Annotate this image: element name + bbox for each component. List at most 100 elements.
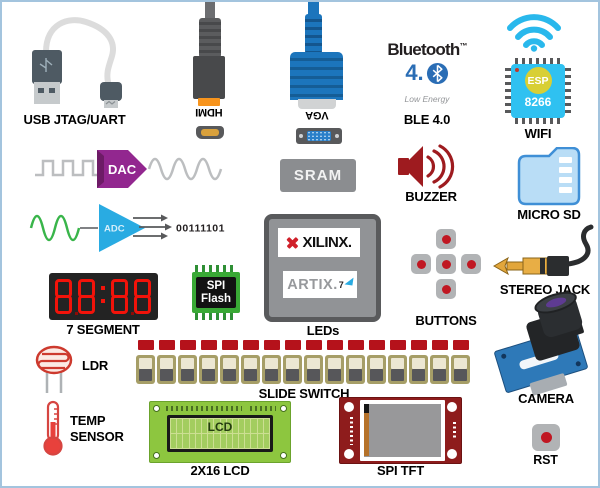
lcd-cell [263,434,269,448]
lcd-screw [153,452,160,459]
analog-sine-wave [29,214,81,242]
lcd-screen: LCD [167,415,273,452]
lcd-module: LCD [149,401,291,463]
adc-binary-output: 00111101 [176,223,225,235]
vga-plug-metal [298,99,336,109]
lcd-cell [245,419,251,433]
camera-hole [500,353,507,360]
bluetooth-word: Bluetooth [387,40,460,59]
leds-label: LEDs [306,323,340,338]
xilinx-text: XILINX. [302,234,352,251]
led [285,340,301,350]
lcd-cell [220,419,226,433]
tft-pins [453,422,456,440]
spi-flash-center: SPI Flash [196,277,236,308]
lcd-cell-grid [171,419,269,448]
slide-switch [451,355,470,384]
seg-digit [111,279,128,314]
lcd-cell [239,434,245,448]
chip-pins [564,68,571,114]
vga-port-icon [296,128,342,144]
seven-segment-display [49,273,158,320]
spi-flash-body: SPI Flash [192,272,240,313]
lcd-cell [257,419,263,433]
esp-number: 8266 [524,95,552,109]
slide-switch [262,355,281,384]
led [348,340,364,350]
lcd-cell [226,434,232,448]
tft-flex-cable [364,413,369,456]
xilinx-logo: XILINX. [278,228,360,257]
vga-label: VGA [305,109,329,121]
adc-diagram: ADC 00111101 [29,204,225,252]
micro-sd-label: MICRO SD [517,207,581,222]
hdmi-label: HDMI [195,106,223,118]
led [222,340,238,350]
tft-screw [344,449,354,459]
seg-digit-row [55,279,151,314]
lcd-cell [183,419,189,433]
slide-switch [346,355,365,384]
bluetooth-version: 4. [385,60,469,86]
push-button-up [436,229,456,249]
led-row [138,340,469,350]
spi-flash-line2: Flash [200,292,232,305]
bluetooth-4: 4. [405,60,424,85]
bluetooth-tagline: Low Energy [404,94,450,104]
chip-pins [195,265,237,273]
slide-switch [409,355,428,384]
camera-hole [575,360,582,367]
temp-sensor-icon [43,400,63,456]
lcd-cell [239,419,245,433]
lcd-screen-text: LCD [207,420,233,434]
dac-text: DAC [108,162,137,177]
esp-logo-circle: ESP [524,67,552,94]
lcd-cell [263,419,269,433]
slide-switch [199,355,218,384]
push-button-left [411,254,431,274]
tft-screw [344,402,354,412]
artix-gen: 7 [338,279,344,290]
slide-switch [136,355,155,384]
slide-switch [430,355,449,384]
slide-switch [157,355,176,384]
tft-strip [364,404,369,413]
led [201,340,217,350]
tft-screw [447,449,457,459]
seg-digit [134,279,151,314]
lcd-screw [153,405,160,412]
slide-switch [304,355,323,384]
lcd-label: 2X16 LCD [190,463,250,478]
square-wave [35,159,97,177]
led [390,340,406,350]
led [180,340,196,350]
esp8266-body: ESP 8266 [511,64,565,118]
spi-flash-line1: SPI [206,279,226,292]
lcd-cell [226,419,232,433]
hdmi-plug [193,56,225,99]
push-button-down [436,279,456,299]
lcd-screw [280,405,287,412]
rst-label: RST [533,453,558,467]
seg-colon [101,273,105,320]
led [159,340,175,350]
slide-switch-row [136,355,470,384]
lcd-pin-marks [250,406,276,411]
buttons-label: BUTTONS [415,313,477,328]
vga-screw [335,134,339,138]
slide-switch [178,355,197,384]
adc-text: ADC [104,224,125,235]
micro-sd-icon [517,147,581,206]
sram-block: SRAM [280,159,356,192]
hdmi-port-slot [201,129,219,136]
lcd-cell [245,434,251,448]
spi-tft-module [339,397,462,464]
lcd-screw [280,452,287,459]
button-dpad [406,229,486,305]
ldr-label: LDR [82,358,109,373]
hdmi-plug-tip [198,98,220,106]
lcd-cell [208,419,214,433]
ldr-icon [35,345,73,393]
vga-pin-grid [307,131,331,141]
micro-hdmi-port-icon [196,126,224,139]
